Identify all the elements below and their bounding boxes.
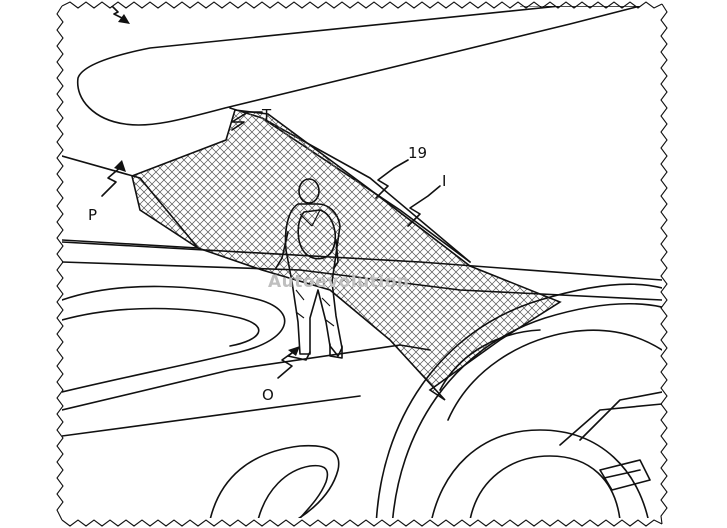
leader-19 [375, 159, 409, 199]
steering-wheel [375, 283, 662, 518]
leader-I [407, 185, 441, 227]
leader-P [101, 165, 123, 197]
label-O: O [262, 386, 274, 404]
hood-inner-curve [62, 307, 260, 347]
label-T: T [261, 106, 272, 124]
dashboard-top-line [62, 241, 662, 281]
leader-top [111, 6, 127, 21]
arrow-O [288, 346, 300, 356]
arrow-P [114, 160, 126, 172]
pedestrian-figure [275, 178, 343, 361]
leader-O [277, 349, 297, 379]
door-trim-line [62, 395, 361, 437]
leader-T [231, 111, 263, 131]
label-I: I [442, 172, 446, 190]
label-19: 19 [408, 144, 427, 162]
arrow-top [118, 14, 130, 24]
label-P: P [88, 206, 97, 224]
windshield-left-edge [62, 155, 199, 249]
dashboard-lower-edge [62, 344, 431, 411]
dashboard-line-2 [62, 261, 662, 301]
hood-curve [62, 285, 286, 393]
roof-headliner [77, 6, 641, 126]
door-handle-pocket [209, 444, 340, 518]
a-pillar-display-area [131, 109, 562, 401]
watermark: Autoevolution [268, 272, 410, 292]
door-handle-inner [257, 464, 329, 518]
